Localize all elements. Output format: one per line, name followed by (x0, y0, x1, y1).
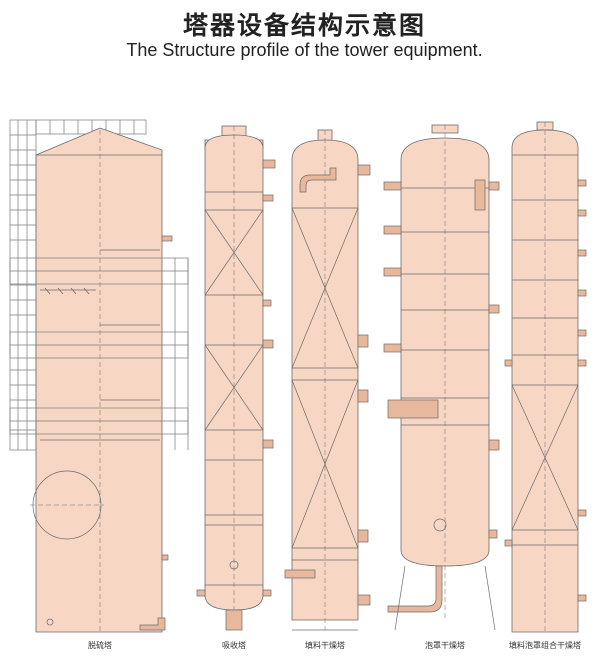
combined-drying-tower (504, 121, 587, 633)
label-absorption-tower: 吸收塔 (222, 640, 246, 650)
page-subtitle: The Structure profile of the tower equip… (126, 40, 483, 60)
packed-drying-tower (284, 129, 371, 631)
platforms (9, 257, 189, 450)
label-packed-drying-tower: 填料干燥塔 (305, 640, 345, 650)
page-title: 塔器设备结构示意图 (182, 11, 426, 40)
desulfurization-tower (9, 119, 189, 633)
label-combined-drying-tower: 填料泡罩组合干燥塔 (509, 640, 581, 650)
label-bubble-cap-drying-tower: 泡罩干燥塔 (425, 640, 465, 650)
label-desulfurization-tower: 脱硫塔 (88, 640, 112, 650)
bubble-cap-drying-tower (383, 124, 500, 631)
absorption-tower (196, 125, 276, 631)
